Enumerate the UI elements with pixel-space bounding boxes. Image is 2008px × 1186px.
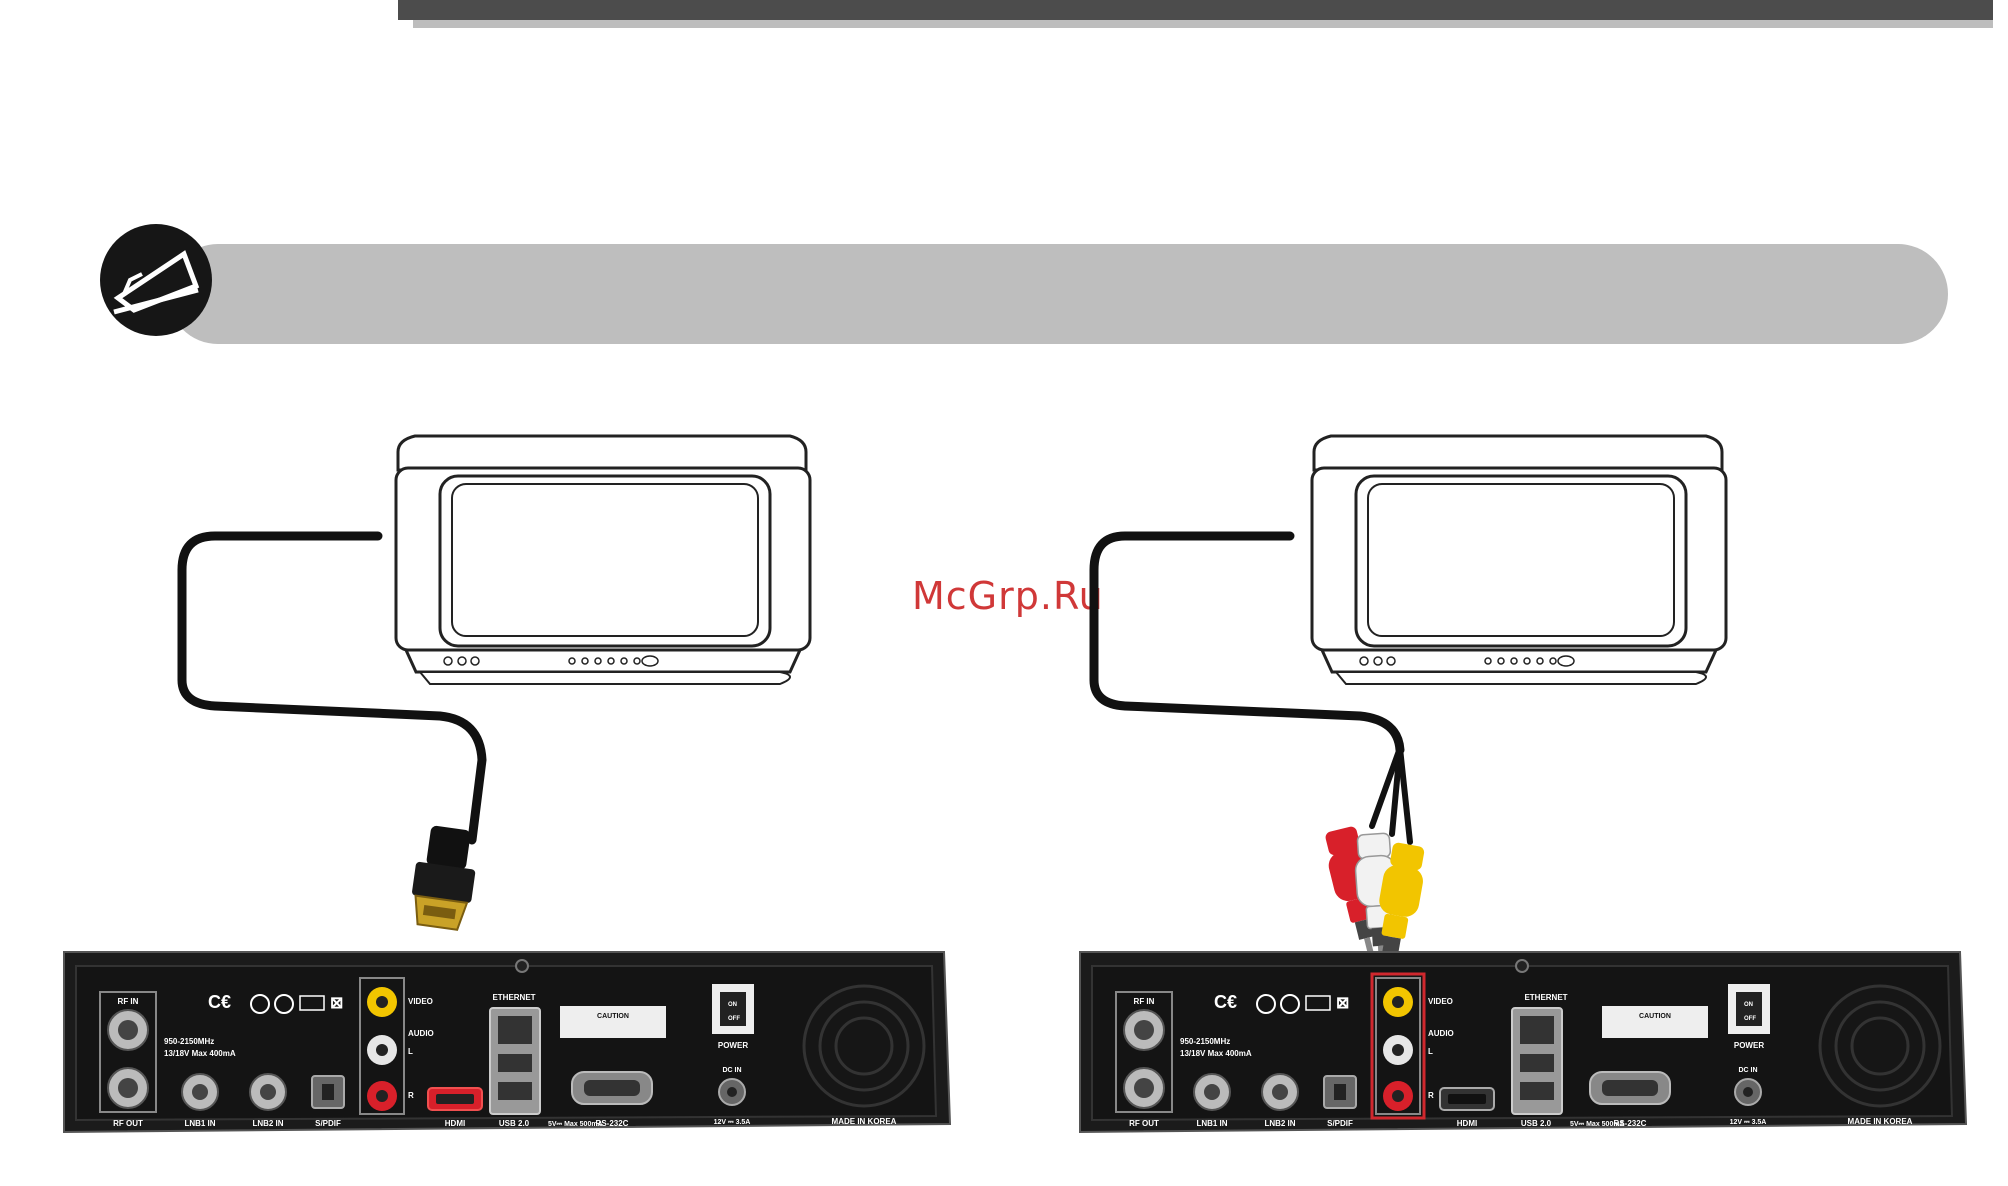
power-label: POWER — [1734, 1041, 1764, 1050]
made-in-label: MADE IN KOREA — [1848, 1117, 1913, 1126]
usb-port-1[interactable] — [498, 1054, 532, 1072]
freq-label: 950-2150MHz — [1180, 1037, 1230, 1046]
rs232-label: RS-232C — [1614, 1119, 1647, 1128]
audio-label: AUDIO — [1428, 1029, 1454, 1038]
lnb-power-label: 13/18V Max 400mA — [164, 1049, 236, 1058]
lnb2-label: LNB2 IN — [252, 1119, 283, 1128]
av-highlight-box — [1370, 972, 1426, 1120]
rohs-icon — [299, 995, 325, 1011]
rf-in-label: RF IN — [1134, 997, 1155, 1006]
lnb1-label: LNB1 IN — [184, 1119, 215, 1128]
video-label: VIDEO — [408, 997, 433, 1006]
rohs-icon — [1305, 995, 1331, 1011]
dc-rating-label: 12V ⎓ 3.5A — [714, 1119, 751, 1126]
rf-in-label: RF IN — [118, 997, 139, 1006]
weee-bin-icon: ⊠ — [330, 995, 343, 1012]
spdif-label: S/PDIF — [315, 1119, 341, 1128]
ethernet-label: ETHERNET — [1524, 993, 1567, 1002]
usb-port-1[interactable] — [1520, 1054, 1554, 1072]
hdmi-cable — [177, 531, 487, 845]
fan-vent-icon — [1818, 984, 1942, 1108]
caution-sticker — [1602, 1006, 1708, 1038]
usb-label: USB 2.0 — [1521, 1119, 1552, 1128]
audio-r-label: R — [1428, 1091, 1434, 1100]
receiver-right: RF IN RF OUT C€ ⊠ 950-2150MHz 13/18V Max… — [1079, 951, 1968, 1134]
hdmi-label: HDMI — [1457, 1119, 1477, 1128]
lnb-power-label: 13/18V Max 400mA — [1180, 1049, 1252, 1058]
made-in-label: MADE IN KOREA — [832, 1117, 897, 1126]
ce-mark-icon: C€ — [1214, 992, 1237, 1012]
dc-in-label: DC IN — [722, 1067, 741, 1074]
fan-vent-icon — [802, 984, 926, 1108]
audio-l-label: L — [1428, 1047, 1433, 1056]
rf-out-label: RF OUT — [1129, 1119, 1159, 1128]
av-cable — [1089, 531, 1405, 755]
hdmi-label: HDMI — [445, 1119, 465, 1128]
tv-right — [1310, 434, 1728, 685]
receiver-left: RF IN RF OUT C€ ⊠ 950-2150MHz 13/18V Max… — [63, 951, 952, 1134]
usb-port-2[interactable] — [498, 1082, 532, 1100]
ethernet-label: ETHERNET — [492, 993, 535, 1002]
ground-icon — [274, 994, 294, 1014]
ce-mark-icon: C€ — [208, 992, 231, 1012]
usb-port-2[interactable] — [1520, 1082, 1554, 1100]
power-off-label: OFF — [728, 1016, 740, 1022]
caution-sticker — [560, 1006, 666, 1038]
hdmi-plug — [412, 825, 476, 931]
header-bar-shadow — [413, 20, 1993, 28]
audio-label: AUDIO — [408, 1029, 434, 1038]
header-bar — [398, 0, 1993, 20]
ground-icon — [1280, 994, 1300, 1014]
cert-icon — [250, 994, 270, 1014]
lnb1-label: LNB1 IN — [1196, 1119, 1227, 1128]
usb-power-label: 5V⎓ Max 500mA — [1570, 1121, 1625, 1128]
spdif-label: S/PDIF — [1327, 1119, 1353, 1128]
ethernet-port[interactable] — [1520, 1016, 1554, 1044]
audio-r-label: R — [408, 1091, 414, 1100]
tv-left — [394, 434, 812, 685]
watermark: McGrp.Ru — [912, 574, 1104, 618]
caution-label: CAUTION — [597, 1013, 629, 1020]
rs232-label: RS-232C — [596, 1119, 629, 1128]
cert-icon — [1256, 994, 1276, 1014]
weee-bin-icon: ⊠ — [1336, 995, 1349, 1012]
rf-out-label: RF OUT — [113, 1119, 143, 1128]
ethernet-port[interactable] — [498, 1016, 532, 1044]
dc-rating-label: 12V ⎓ 3.5A — [1730, 1119, 1767, 1126]
note-pencil-icon — [100, 224, 212, 336]
power-on-label: ON — [728, 1002, 737, 1008]
video-label: VIDEO — [1428, 997, 1453, 1006]
usb-label: USB 2.0 — [499, 1119, 530, 1128]
freq-label: 950-2150MHz — [164, 1037, 214, 1046]
dc-in-label: DC IN — [1738, 1067, 1757, 1074]
audio-l-label: L — [408, 1047, 413, 1056]
note-bar — [168, 244, 1948, 344]
lnb2-label: LNB2 IN — [1264, 1119, 1295, 1128]
usb-power-label: 5V⎓ Max 500mA — [548, 1121, 603, 1128]
power-on-label: ON — [1744, 1002, 1753, 1008]
power-off-label: OFF — [1744, 1016, 1756, 1022]
caution-label: CAUTION — [1639, 1013, 1671, 1020]
power-label: POWER — [718, 1041, 748, 1050]
